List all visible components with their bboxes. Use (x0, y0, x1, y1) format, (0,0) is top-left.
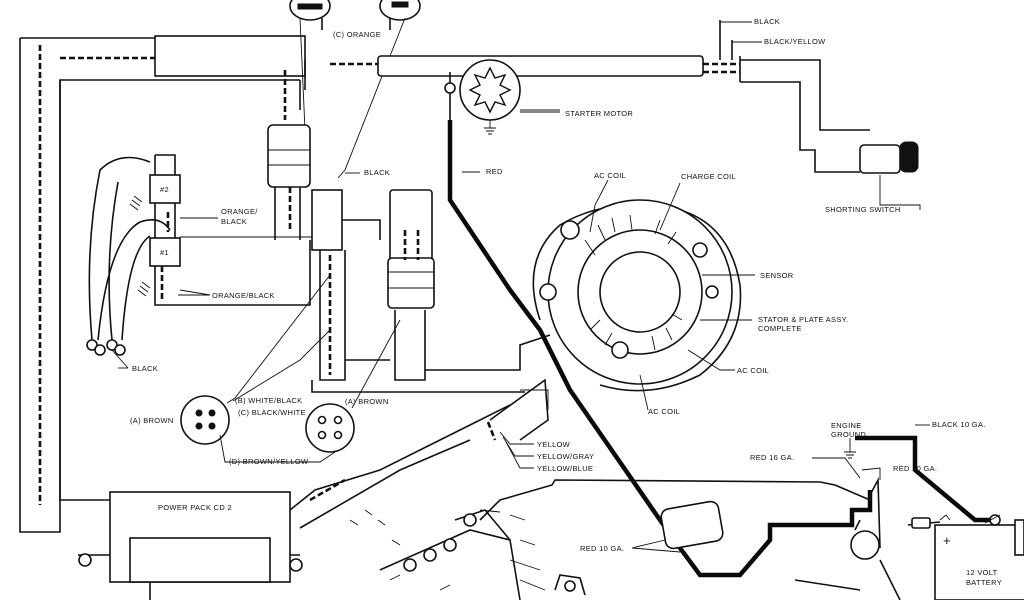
label-battery-plus: + (943, 533, 951, 548)
connector-4-pin-right (305, 403, 355, 453)
ignition-coil-lower (387, 257, 435, 309)
left-coils (86, 154, 341, 369)
label-red-16: RED 16 GA. (750, 453, 794, 462)
harness-cover-top (154, 35, 306, 77)
shorting-switch-body[interactable] (859, 144, 901, 174)
label-coil-2: #2 (160, 185, 169, 194)
label-engine-ground-2: GROUND (831, 430, 866, 439)
label-brown-right: (A) BROWN (345, 397, 389, 406)
coil-2-body (149, 174, 181, 204)
label-black-white: (C) BLACK/WHITE (238, 408, 306, 417)
label-black-left: BLACK (132, 364, 158, 373)
label-ac-coil-2: AC COIL (737, 366, 769, 375)
label-black-10: BLACK 10 GA. (932, 420, 986, 429)
top-harness-right (283, 20, 921, 210)
top-connectors (289, 0, 421, 179)
label-ac-coil-3: AC COIL (648, 407, 680, 416)
connector-top-right (379, 0, 421, 21)
label-sensor: SENSOR (760, 271, 794, 280)
connector-top-left (289, 0, 331, 21)
label-ac-coil-1: AC COIL (594, 171, 626, 180)
ignition-coil-upper (267, 124, 311, 188)
harness-sleeve-top (377, 55, 704, 77)
label-orange-black-1a: ORANGE/ (221, 207, 258, 216)
terminal-block (349, 479, 871, 601)
black-10ga-cable (855, 435, 990, 523)
label-black-top: BLACK (754, 17, 780, 26)
label-red-10-left: RED 10 GA. (580, 544, 624, 553)
label-brown-yellow: (D) BROWN/YELLOW (229, 457, 309, 466)
starter-gear-icon (468, 66, 512, 114)
label-stator-2: COMPLETE (758, 324, 802, 333)
shorting-switch-cap[interactable] (899, 141, 919, 173)
upper-coil (267, 124, 311, 240)
ground-icon-engine (844, 438, 856, 459)
yellow-bundle (486, 378, 549, 469)
label-shorting-switch: SHORTING SWITCH (825, 205, 901, 214)
red-10ga-cable (658, 490, 873, 578)
labels: (C) ORANGE BLACK BLACK/YELLOW STARTER MO… (130, 17, 1002, 587)
label-white-black: (B) WHITE/BLACK (235, 396, 302, 405)
label-yellow: YELLOW (537, 440, 571, 449)
label-charge-coil: CHARGE COIL (681, 172, 736, 181)
label-stator-1: STATOR & PLATE ASSY. (758, 315, 848, 324)
label-battery-2: BATTERY (966, 578, 1002, 587)
label-battery-1: 12 VOLT (966, 568, 998, 577)
leader-lines (118, 111, 930, 553)
label-orange-black-2: ORANGE/BLACK (212, 291, 275, 300)
label-engine-ground-1: ENGINE (831, 421, 862, 430)
label-yellow-blue: YELLOW/BLUE (537, 464, 593, 473)
solenoid-body (660, 500, 724, 550)
label-yellow-gray: YELLOW/GRAY (537, 452, 594, 461)
label-coil-1: #1 (160, 248, 169, 257)
ground-icon-starter (484, 120, 496, 135)
starter-motor (444, 59, 560, 135)
label-power-pack: POWER PACK CD 2 (158, 503, 232, 512)
power-pack (78, 404, 511, 600)
coil-1-body (149, 237, 181, 267)
label-brown-left: (A) BROWN (130, 416, 174, 425)
label-c-orange: (C) ORANGE (333, 30, 381, 39)
connector-4-pin-left (180, 395, 230, 445)
label-black-mid: BLACK (364, 168, 390, 177)
label-orange-black-1b: BLACK (221, 217, 247, 226)
stator-assembly (532, 199, 742, 392)
left-harness (19, 35, 306, 533)
red-heavy-cable (447, 120, 662, 522)
center-harness (311, 189, 551, 410)
label-red: RED (486, 167, 503, 176)
starter-solenoid (850, 530, 880, 560)
label-red-10-right: RED 10 GA. (893, 464, 937, 473)
label-black-yellow: BLACK/YELLOW (764, 37, 826, 46)
label-starter-motor: STARTER MOTOR (565, 109, 633, 118)
pack-connectors (180, 274, 401, 463)
stator-hub (599, 251, 681, 333)
